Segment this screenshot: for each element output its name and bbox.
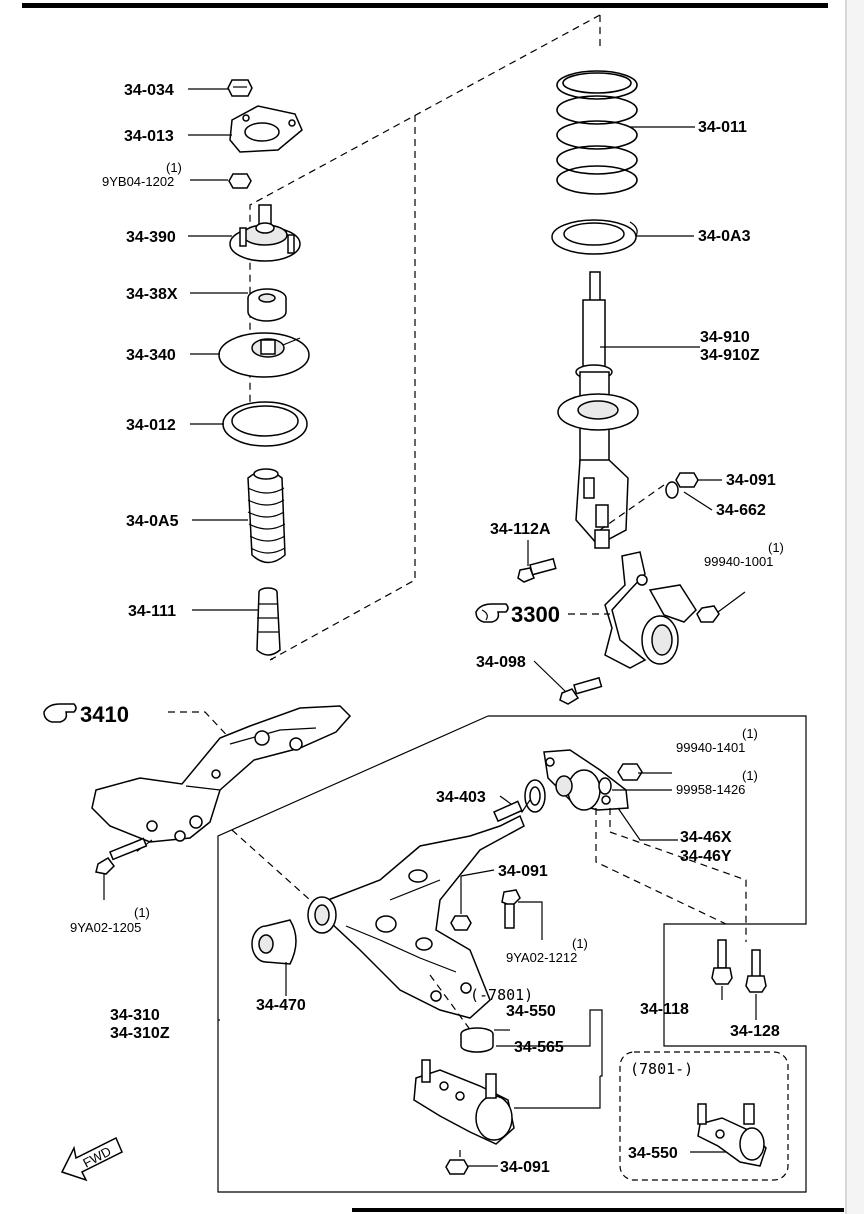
left-leaders [188,88,258,611]
nut-34-034 [227,79,253,97]
label-34-091-lower: 34-091 [500,1159,550,1176]
bolt-34-118 [711,939,733,1000]
label-34-111: 34-111 [128,603,176,620]
ref-3410-group: 3410 [43,702,237,746]
label-34-091-upper: 34-091 [726,472,776,489]
label-34-310: 34-310 [110,1007,160,1024]
qty-9ya02-1212: (1) [572,936,588,951]
washer-34-662 [665,481,679,499]
label-34-38x: 34-38X [126,286,178,303]
boot-34-565 [460,1027,494,1053]
label-34-011: 34-011 [698,119,747,136]
label-34-118: 34-118 [640,1001,689,1018]
label-9ya02-1212: 9YA02-1212 [506,950,577,965]
label-99940-1401: 99940-1401 [676,740,745,755]
lower-control-arm-34-310 [307,800,525,1019]
qty-9ya02-1205: (1) [134,905,150,920]
qty-9yb04-1202: (1) [166,160,182,175]
fwd-label: FWD [80,1144,113,1171]
label-34-012: 34-012 [126,417,176,434]
label-34-0a3: 34-0A3 [698,228,751,245]
spring-seat-34-340 [218,332,310,378]
bushing-34-38x [247,288,287,322]
bolt-34-098 [533,660,603,705]
spring-insulator-34-0a3 [551,219,638,255]
label-34-46y: 34-46Y [680,848,732,865]
bolt-34-128 [745,949,767,1020]
label-34-091-middle: 34-091 [498,863,548,880]
ref-3300-leader [475,603,610,623]
label-34-390: 34-390 [126,229,176,246]
shock-absorber-34-910 [557,271,639,549]
label-34-013: 34-013 [124,128,174,145]
label-34-0a5: 34-0A5 [126,513,179,530]
strut-mount-34-390 [229,204,301,262]
bushing-34-403 [524,779,546,813]
serial-from: (7801-) [630,1060,693,1078]
serial-to: (-7801) [470,986,533,1004]
ref-3300: 3300 [511,602,560,627]
ball-joint-leaders [459,1009,603,1167]
serial-inset-box [619,1051,789,1181]
subframe-crossmember [91,705,352,843]
ref-3410: 3410 [80,702,129,727]
nut-34-091-upper [675,472,699,488]
label-34-403: 34-403 [436,789,486,806]
dust-boot-34-0a5 [247,468,286,564]
nut-34-091-middle [450,869,495,931]
bottom-border [352,1208,844,1212]
bolt-34-112a [517,540,557,583]
ball-joint-34-550 [413,1059,515,1145]
qty-99940-1001: (1) [768,540,784,555]
top-border [22,3,828,8]
label-34-910z: 34-910Z [700,347,760,364]
nut-99940-1001 [696,591,746,623]
label-34-098: 34-098 [476,654,526,671]
label-34-112a: 34-112A [490,521,551,538]
insulator-ring-34-012 [222,401,308,447]
nut-9yb04-1202 [228,173,252,189]
label-34-910: 34-910 [700,329,750,346]
nut-34-091-lower [445,1159,469,1175]
label-34-310z: 34-310Z [110,1025,170,1042]
arm-leaders [218,829,475,1036]
bushing-bracket-34-46x [543,749,629,811]
steering-knuckle [604,551,697,669]
bolt-9ya02-1205 [95,837,153,900]
fwd-arrow: FWD [60,1136,123,1182]
bump-stop-34-111 [256,587,281,656]
label-34-034: 34-034 [124,82,174,99]
qty-99958-1426: (1) [742,768,758,783]
nut-99940-1401 [617,763,643,781]
mount-plate-34-013 [229,105,303,153]
label-34-565: 34-565 [514,1039,564,1056]
label-34-662: 34-662 [716,502,766,519]
coil-spring-34-011 [556,70,638,195]
upper-bushing-leaders [499,772,747,942]
bushing-34-470 [251,919,297,996]
strut-leaders [599,126,722,531]
washer-99958-1426 [598,777,612,795]
label-34-340: 34-340 [126,347,176,364]
label-34-550-upper: 34-550 [506,1003,556,1020]
label-34-470: 34-470 [256,997,306,1014]
qty-99940-1401: (1) [742,726,758,741]
bolt-9ya02-1212 [501,889,543,940]
label-99958-1426: 99958-1426 [676,782,745,797]
label-9ya02-1205: 9YA02-1205 [70,920,141,935]
lower-arm-boundary [217,715,807,1193]
label-99940-1001: 99940-1001 [704,554,773,569]
right-edge [845,0,864,1214]
label-34-550-lower: 34-550 [628,1145,678,1162]
label-9yb04-1202: 9YB04-1202 [102,174,174,189]
label-34-128: 34-128 [730,1023,780,1040]
label-34-46x: 34-46X [680,829,732,846]
